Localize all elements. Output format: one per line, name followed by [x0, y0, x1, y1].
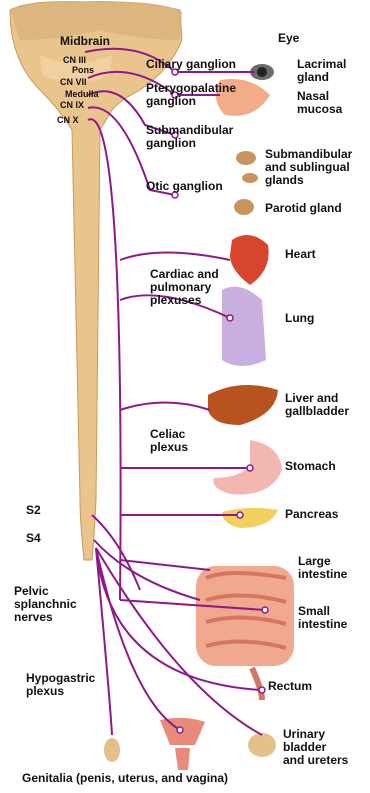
label-parotid: Parotid gland: [265, 202, 342, 215]
label-hypogastric-plexus: Hypogastric plexus: [26, 672, 95, 698]
lung-shape: [222, 287, 266, 366]
label-liver: Liver and gallbladder: [285, 392, 349, 418]
bladder-shape: [248, 733, 276, 757]
label-genitalia: Genitalia (penis, uterus, and vagina): [22, 772, 228, 785]
label-submandibular-glands: Submandibular and sublingual glands: [265, 148, 352, 187]
genitalia-male-shape: [104, 738, 120, 762]
label-cn7: CN VII: [60, 77, 87, 87]
label-pons: Pons: [72, 65, 94, 75]
heart-shape: [230, 235, 269, 285]
label-heart: Heart: [285, 248, 316, 261]
label-eye: Eye: [278, 32, 299, 45]
label-large-intestine: Large intestine: [298, 555, 347, 581]
label-s4: S4: [26, 532, 41, 545]
label-pelvic-splanchnic: Pelvic splanchnic nerves: [14, 585, 77, 624]
liver-shape: [208, 385, 278, 425]
label-lacrimal: Lacrimal gland: [297, 58, 346, 84]
rectum-shape: [252, 668, 262, 700]
label-urinary-bladder: Urinary bladder and ureters: [283, 728, 348, 767]
pancreas-shape: [222, 508, 278, 528]
label-medulla: Medulla: [65, 89, 99, 99]
label-midbrain: Midbrain: [60, 35, 110, 48]
label-cn10: CN X: [57, 115, 79, 125]
label-pancreas: Pancreas: [285, 508, 338, 521]
label-otic-ganglion: Otic ganglion: [146, 180, 223, 193]
label-ciliary-ganglion: Ciliary ganglion: [146, 58, 236, 71]
label-rectum: Rectum: [268, 680, 312, 693]
label-lung: Lung: [285, 312, 314, 325]
label-cn3: CN III: [63, 55, 86, 65]
parotid-gland-shape: [234, 199, 254, 215]
label-s2: S2: [26, 504, 41, 517]
label-nasal: Nasal mucosa: [297, 90, 342, 116]
label-cardiac-plexus: Cardiac and pulmonary plexuses: [150, 268, 219, 307]
label-pterygopalatine: Pterygopalatine ganglion: [146, 82, 236, 108]
submandibular-gland-shape: [236, 151, 256, 165]
label-celiac-plexus: Celiac plexus: [150, 428, 188, 454]
label-submandibular-ganglion: Submandibular ganglion: [146, 124, 233, 150]
label-small-intestine: Small intestine: [298, 605, 347, 631]
label-stomach: Stomach: [285, 460, 336, 473]
label-cn9: CN IX: [60, 100, 84, 110]
